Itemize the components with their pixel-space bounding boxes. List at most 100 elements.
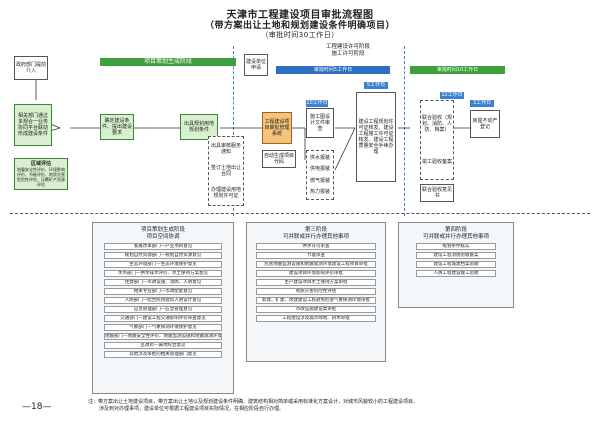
bottom-mid-list: 供水许可审查节能审查危害地震监测设施和地震观测环境建设工程项目审批建设项目环境影… (247, 243, 385, 322)
sub-a2: 签订土地出让合同 (210, 165, 241, 177)
lead-dept-label: 相关部门通过多规合一业务协同平台联动形成建设条件 (17, 113, 48, 137)
page-number: —18— (22, 402, 52, 412)
bottom-mid-item: 建设项目环境影响评价审批 (256, 270, 376, 277)
permit-block-label: 建设工程规划许可证核发、建设工程施工许可证核发、建设工程质量安全手续办理 (358, 119, 394, 155)
record-handover-box: 房屋不动产登记 (470, 110, 500, 138)
sub-approvals-group: 出具审核服务通知 签订土地出让合同 办理建设用地规划许可证 (208, 136, 244, 206)
confirm-conditions-label: 确定建设条件、提出建设要求 (102, 118, 133, 136)
stage2-title: 工程建设许可阶段 施工许可阶段 (318, 44, 378, 58)
bottom-mid-item: 地质灾害危险性评估 (256, 288, 376, 295)
days-tag-2: 5工作日 (364, 82, 388, 89)
stage3-time: 审批时间10工作日 (436, 67, 479, 73)
footer-note: 注：带方案出让土地建设项目，带方案出让土地以及规划建设条件明确、建筑结构相对简单… (88, 399, 593, 413)
joint-fee-box: 联合验收意见书 (420, 184, 454, 202)
project-approval-label: 工程建设项目审批管理系统 (264, 119, 290, 137)
bottom-left-item: 应急管理部门—应急管理意见 (104, 306, 222, 313)
stage4-title: 竣工验收阶段 (443, 60, 477, 66)
bottom-left-item: 区政府—属地综合意见 (104, 342, 222, 349)
bottom-mid-title2: 可并联或并行办理其他事项 (282, 234, 349, 240)
bottom-mid-panel: 第三阶段 可并联或并行办理其他事项 供水许可审查节能审查危害地震监测设施和地震观… (246, 222, 386, 362)
stage2-arrow: 审批时间5工作日 (276, 66, 390, 74)
utilities-group: 供水报装 供电报装 燃气报装 热力报装 (306, 150, 334, 200)
sub-a1: 出具审核服务通知 (210, 143, 241, 155)
bottom-left-title2: 项目空间协调 (146, 234, 180, 240)
design-plan-box: 施工图设计文件审查 (306, 108, 334, 138)
bottom-left-item: 住建部门—市政设施、消防、人防意见 (104, 279, 222, 286)
bottom-left-item: 地震部门—地震安全性评价、地震监测设施和地震观测环境保护意见 (104, 333, 222, 340)
time-limit: （审批时间30工作日） (261, 31, 339, 39)
stage1-arrow: 项目策划生成阶段 (100, 58, 236, 66)
bottom-mid-item: 节能审查 (256, 252, 376, 259)
divider-1 (233, 46, 234, 216)
flow-connectors (35, 70, 470, 171)
approval-window-box: 建设单位申请 (244, 54, 268, 76)
bottom-left-item: 水务部门—供水排水评价、水土保持方案意见 (104, 270, 222, 277)
stage1-label: 项目策划生成阶段 (143, 58, 192, 65)
auto-gen-box: 自动生成项目代码 (262, 150, 296, 168)
joint-accept-group: 联合验收（规划、消防、人防、档案） 竣工验收备案 (420, 100, 454, 180)
stage3-arrow: 审批时间10工作日 (410, 66, 505, 74)
utility-heat: 热力报装 (309, 189, 330, 196)
regional-eval-note: 地震安全性评价、环境影响评价、节能评价、地质灾害危险性评估、压覆矿产资源评估 (17, 167, 65, 187)
gov-dept-box: 政府部门提前介入 (14, 56, 48, 80)
utility-water: 供水报装 (309, 154, 330, 161)
bottom-right-item: 建设工程城建档案验收 (416, 261, 496, 268)
footer-note-line1: 注：带方案出让土地建设项目，带方案出让土地以及规划建设条件明确、建筑结构相对简单… (88, 399, 419, 405)
bottom-left-item: 气象部门—气象探测环境保护意见 (104, 324, 222, 331)
bottom-right-title2: 可并联或并行办理其他事项 (422, 234, 489, 240)
completion-record-label: 竣工验收备案 (422, 159, 453, 165)
land-transfer-label: 出具规划用地规划条件 (183, 121, 214, 133)
bottom-right-panel: 第四阶段 可并联或并行办理其他事项 规划条件核实建设工程消防验收备案建设工程城建… (398, 222, 514, 308)
joint-accept-label: 联合验收（规划、消防、人防、档案） (422, 115, 453, 133)
utility-power: 供电报装 (309, 166, 330, 173)
regional-eval-box: 区域评估 地震安全性评价、环境影响评价、节能评价、地质灾害危险性评估、压覆矿产资… (14, 158, 68, 190)
bottom-left-item: 交通部门—建设工程交通影响评价审查意见 (104, 315, 222, 322)
bottom-right-item: 建设工程消防验收备案 (416, 252, 496, 259)
days-tag-3: 12工作日 (440, 92, 464, 99)
days-tag-4: 3工作日 (470, 100, 494, 107)
page-title: 天津市工程建设项目审批流程图 (226, 10, 374, 21)
stage2-title-a: 工程建设许可阶段 (325, 44, 370, 50)
record-handover-label: 房屋不动产登记 (472, 118, 498, 130)
days-tag-1: 10工作日 (306, 100, 328, 107)
lead-dept-box: 相关部门通过多规合一业务协同平台联动形成建设条件 (14, 104, 52, 146)
bottom-left-item: 其他涉及审批的相关管理部门意见 (104, 351, 222, 358)
bottom-right-item: 人防工程建设竣工验收 (416, 270, 496, 277)
bottom-right-title1: 第四阶段 (444, 227, 467, 233)
bottom-mid-item: 供水许可审查 (256, 243, 376, 250)
stage2-time: 审批时间5工作日 (313, 67, 353, 73)
bottom-mid-item: 工程建设涉及城市绿地、树木审批 (256, 315, 376, 322)
bottom-left-item: 生态环境部门—生态环境保护意见 (104, 261, 222, 268)
confirm-conditions-box: 确定建设条件、提出建设要求 (100, 114, 134, 140)
bottom-right-list: 规划条件核实建设工程消防验收备案建设工程城建档案验收人防工程建设竣工验收 (399, 243, 513, 277)
auto-gen-label: 自动生成项目代码 (264, 153, 295, 165)
project-approval-box: 工程建设项目审批管理系统 (262, 112, 292, 144)
bottom-right-item: 规划条件核实 (416, 243, 496, 250)
regional-eval-label: 区域评估 (30, 161, 51, 167)
stage2-title-b: 施工许可阶段 (331, 51, 365, 57)
design-plan-label: 施工图设计文件审查 (309, 114, 330, 132)
bottom-mid-item: 新建、扩建、改建建设工程避免危害气象探测环境审批 (256, 297, 376, 304)
approval-window-label: 建设单位申请 (246, 59, 267, 71)
bottom-mid-title1: 第三阶段 (304, 227, 327, 233)
bottom-mid-item: 危害地震监测设施和地震观测环境建设工程项目审批 (256, 261, 376, 268)
bottom-left-title1: 项目策划生成阶段 (140, 227, 185, 233)
bottom-left-item: 人防部门—结合民用建筑人防设计意见 (104, 297, 222, 304)
divider-2 (404, 46, 405, 216)
bottom-left-list: 发展改革部门—产业项目意见规划自然资源部门—规划自然资源意见生态环境部门—生态环… (93, 243, 233, 358)
bottom-left-item: 规划自然资源部门—规划自然资源意见 (104, 252, 222, 259)
land-transfer-box: 出具规划用地规划条件 (180, 114, 218, 140)
gov-dept-label: 政府部门提前介入 (16, 62, 47, 74)
permit-block-box: 建设工程规划许可证核发、建设工程施工许可证核发、建设工程质量安全手续办理 (356, 92, 396, 182)
page-subtitle: （带方案出让土地和规划建设条件明确项目） (204, 21, 395, 31)
footer-note-line2: 涉及到对办理事项，建设单位可根据工程建设项目实际情况，在相应阶段自行办理。 (99, 406, 285, 412)
bottom-left-item: 相关专业部门—市政配套意见 (104, 288, 222, 295)
utility-gas: 燃气报装 (309, 177, 330, 184)
sub-a3: 办理建设用地规划许可证 (210, 187, 241, 199)
bottom-mid-item: 市政设施建设类审批 (256, 306, 376, 313)
horizontal-divider (10, 213, 590, 214)
joint-fee-label: 联合验收意见书 (422, 187, 453, 199)
bottom-left-panel: 项目策划生成阶段 项目空间协调 发展改革部门—产业项目意见规划自然资源部门—规划… (92, 222, 234, 394)
bottom-left-item: 发展改革部门—产业项目意见 (104, 243, 222, 250)
bottom-mid-item: 生产建设项目水土保持方案审批 (256, 279, 376, 286)
